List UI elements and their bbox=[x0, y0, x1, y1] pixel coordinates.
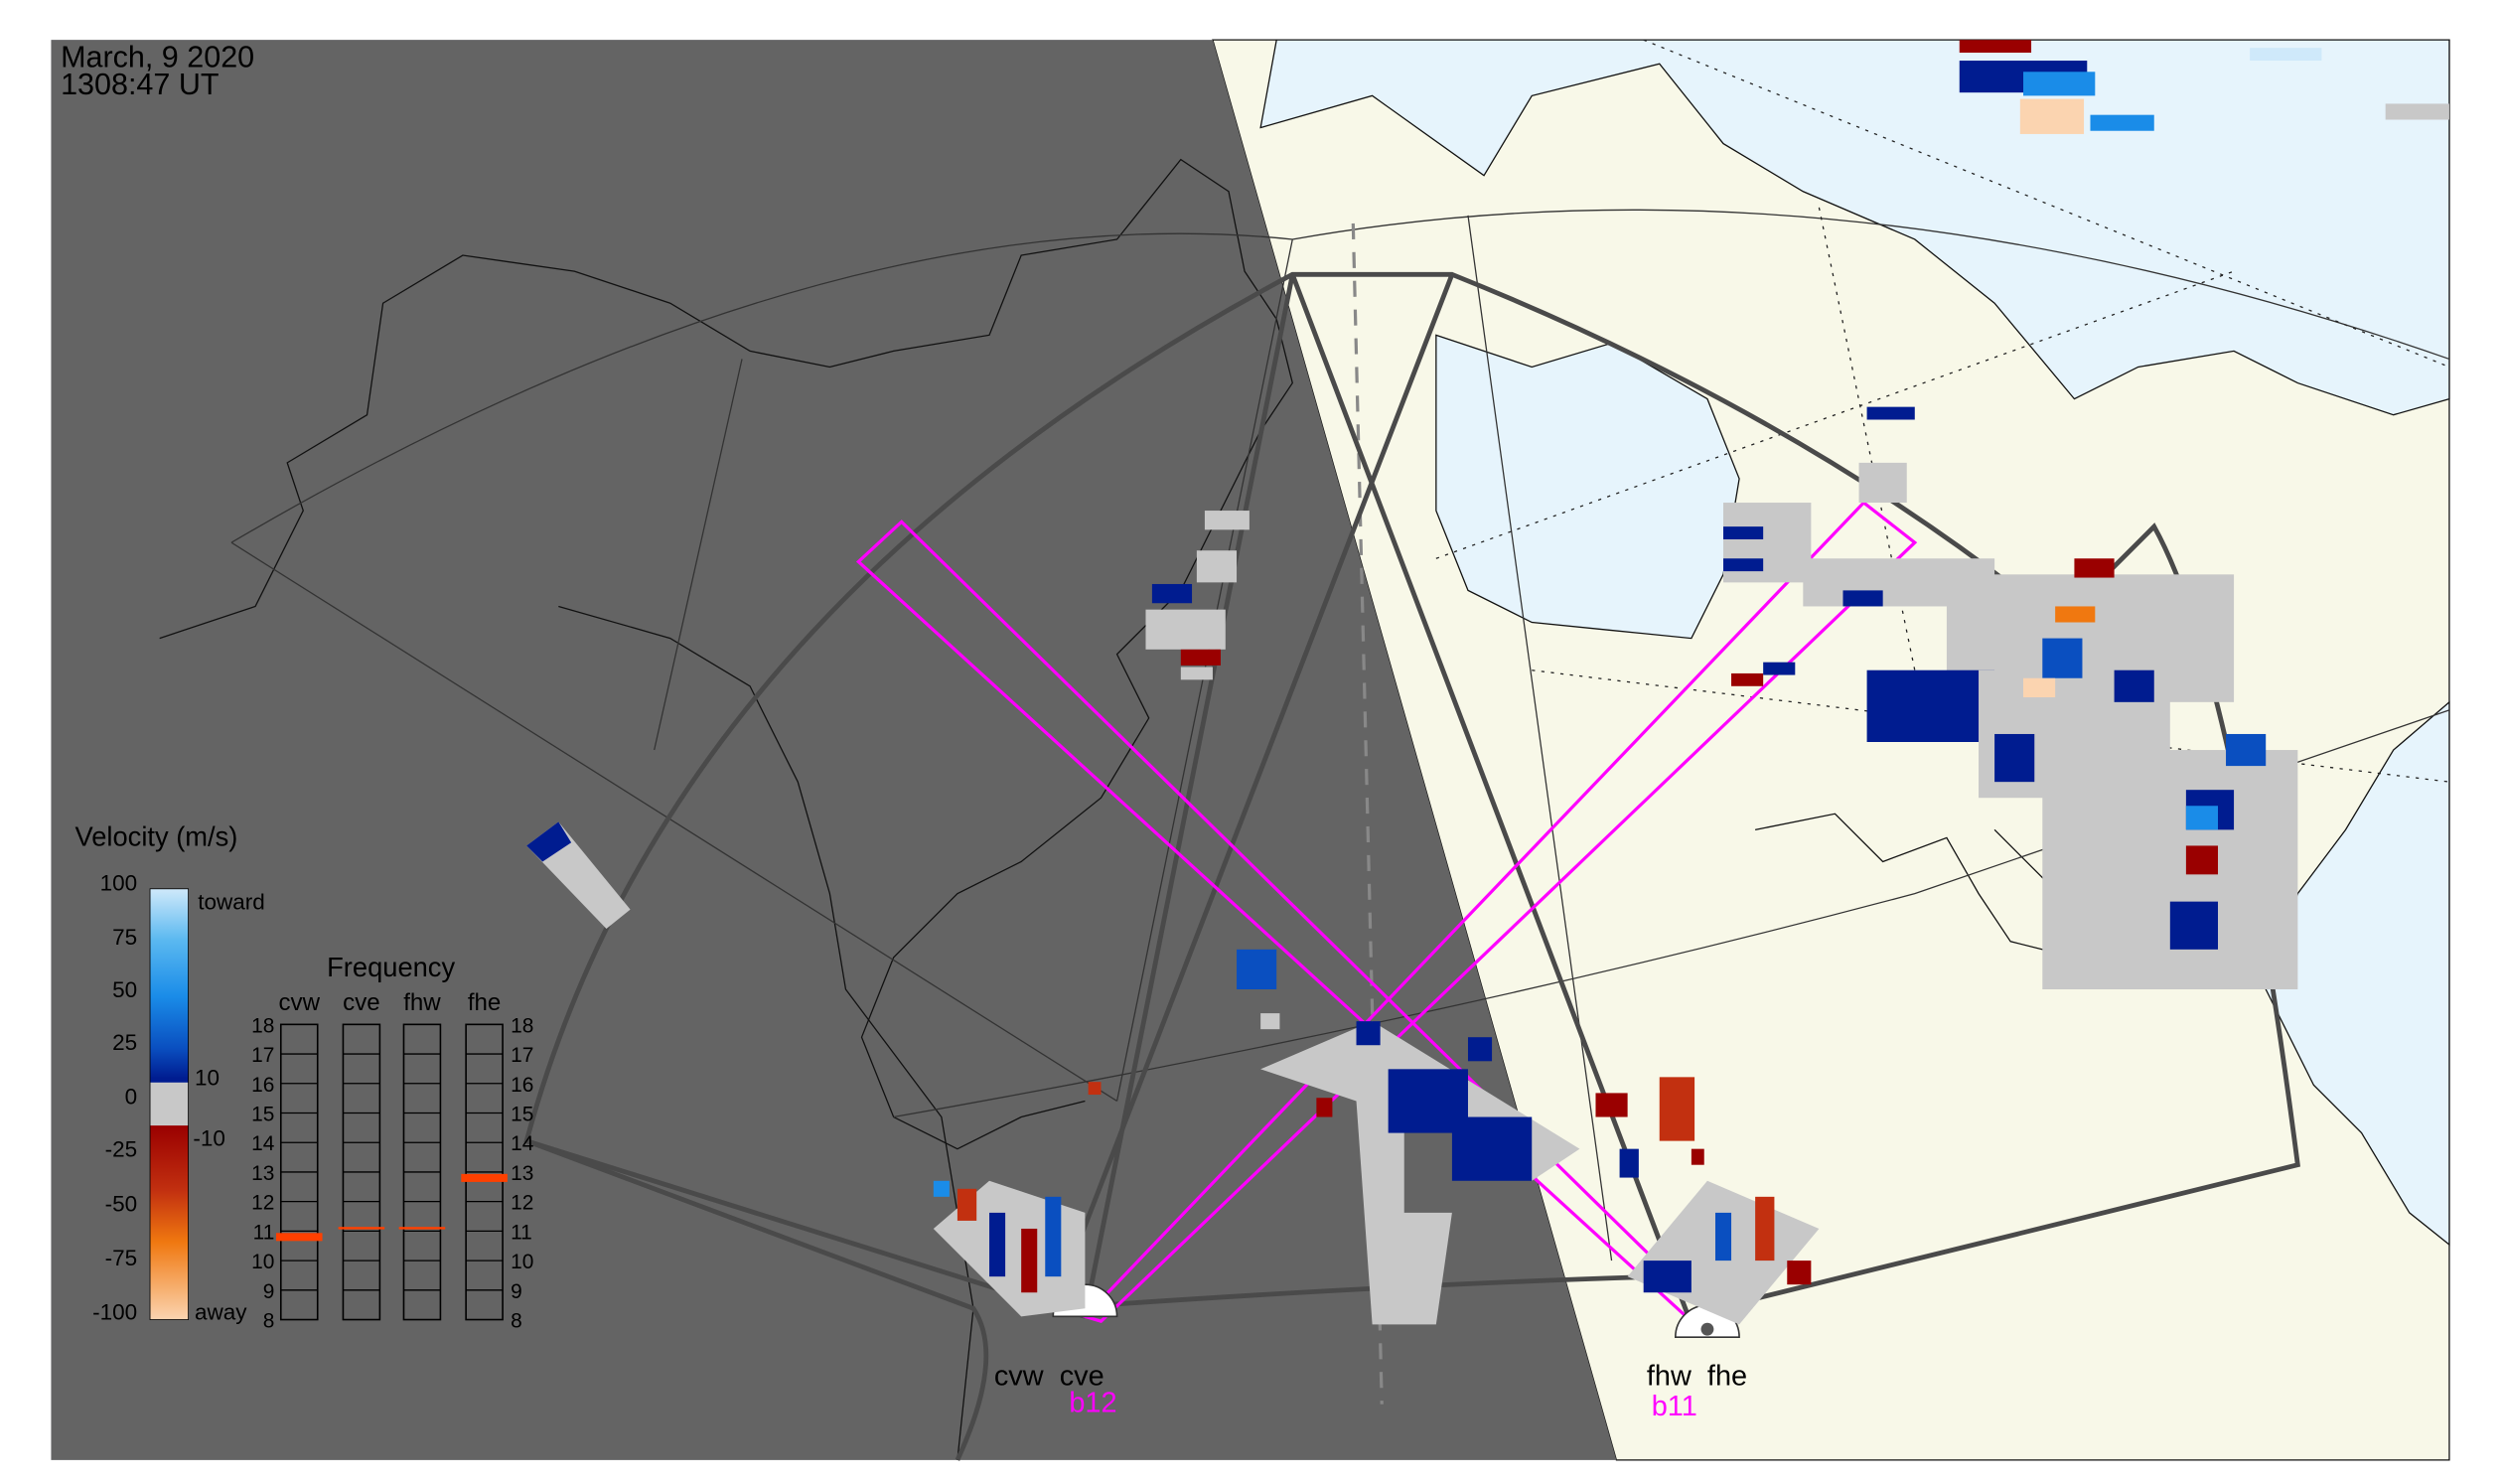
water-north bbox=[1259, 39, 2450, 416]
frequency-marker-cve bbox=[338, 1227, 385, 1230]
away-label: away bbox=[195, 1300, 247, 1325]
beam-b12 bbox=[1082, 500, 1918, 1323]
frequency-tick-right: 17 bbox=[511, 1044, 533, 1067]
site-west-labels: cvw cve bbox=[994, 1360, 1104, 1392]
tick-25: 25 bbox=[112, 1030, 137, 1055]
date-label: March, 9 2020 bbox=[61, 40, 254, 74]
beam-east-label: b11 bbox=[1652, 1391, 1697, 1422]
tick-neg50: -50 bbox=[105, 1191, 137, 1216]
frequency-tick-right: 18 bbox=[511, 1014, 533, 1037]
frequency-radar-label: cve bbox=[343, 989, 379, 1016]
frequency-tick-left: 17 bbox=[251, 1044, 274, 1067]
frequency-tick-left: 8 bbox=[263, 1310, 275, 1333]
frequency-tick-left: 18 bbox=[251, 1014, 274, 1037]
frequency-tick-left: 13 bbox=[251, 1162, 274, 1185]
toward-label: toward bbox=[198, 890, 264, 915]
frequency-tick-left: 9 bbox=[263, 1280, 275, 1303]
frequency-tick-left: 10 bbox=[251, 1251, 274, 1273]
water-bay bbox=[1435, 334, 1740, 640]
velocity-legend: Velocity (m/s) 100 75 50 25 bbox=[75, 820, 265, 1324]
site-east-dot bbox=[1700, 1322, 1714, 1336]
frequency-radar-label: cvw bbox=[279, 989, 321, 1016]
beam-west-label: b12 bbox=[1069, 1388, 1116, 1419]
frequency-tick-right: 8 bbox=[511, 1310, 522, 1333]
frequency-tick-right: 11 bbox=[511, 1221, 532, 1244]
coastline-alaska bbox=[159, 158, 1293, 1150]
graticule-dotted bbox=[1435, 39, 2450, 783]
frequency-tick-right: 10 bbox=[511, 1251, 533, 1273]
frequency-tick-right: 15 bbox=[511, 1104, 533, 1126]
tick-100: 100 bbox=[100, 870, 138, 895]
frequency-tick-right: 9 bbox=[511, 1280, 522, 1303]
frequency-tick-right: 16 bbox=[511, 1074, 533, 1097]
velocity-colorbar bbox=[149, 888, 190, 1320]
frequency-tick-left: 15 bbox=[251, 1104, 274, 1126]
frequency-marker-fhe bbox=[461, 1173, 508, 1182]
time-label: 1308:47 UT bbox=[61, 68, 219, 101]
inner-tick-neg10: -10 bbox=[193, 1125, 225, 1150]
tick-neg100: -100 bbox=[92, 1300, 137, 1325]
frequency-radar-label: fhw bbox=[403, 989, 441, 1016]
frequency-tick-left: 14 bbox=[251, 1132, 274, 1155]
frequency-title: Frequency bbox=[327, 952, 455, 982]
frequency-marker-cvw bbox=[275, 1233, 323, 1242]
frequency-radar-label: fhe bbox=[468, 989, 501, 1016]
inner-tick-10: 10 bbox=[195, 1065, 220, 1090]
tick-0: 0 bbox=[125, 1085, 138, 1110]
frequency-marker-fhw bbox=[398, 1227, 446, 1230]
tick-neg75: -75 bbox=[105, 1246, 137, 1270]
tick-neg25: -25 bbox=[105, 1137, 137, 1162]
frequency-tick-right: 12 bbox=[511, 1192, 533, 1215]
tick-75: 75 bbox=[112, 925, 137, 950]
legend-title: Velocity (m/s) bbox=[75, 820, 238, 851]
frequency-tick-left: 12 bbox=[251, 1192, 274, 1215]
frequency-tick-right: 14 bbox=[511, 1132, 533, 1155]
scatter-cells bbox=[526, 40, 2449, 1325]
frequency-tick-right: 13 bbox=[511, 1162, 533, 1185]
site-east-labels: fhw fhe bbox=[1647, 1360, 1747, 1392]
frequency-tick-left: 11 bbox=[253, 1221, 275, 1244]
frequency-tick-left: 16 bbox=[251, 1074, 274, 1097]
night-shade bbox=[51, 40, 1617, 1460]
tick-50: 50 bbox=[112, 977, 137, 1002]
water-east bbox=[2265, 700, 2450, 1247]
